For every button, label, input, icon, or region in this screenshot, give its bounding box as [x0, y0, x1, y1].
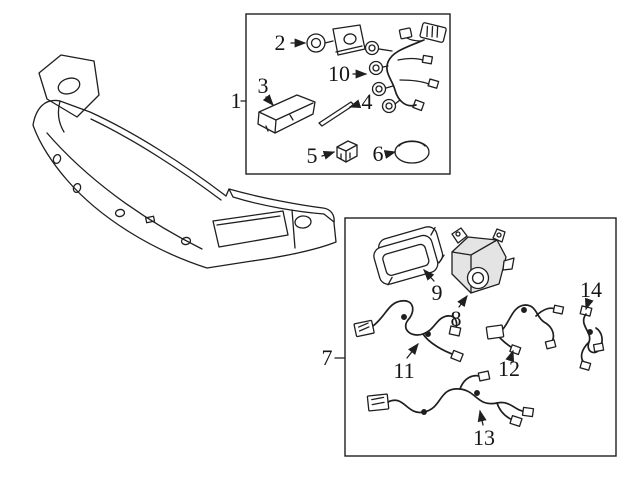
bumper-slot	[145, 215, 156, 224]
part-5-retainer-clip	[336, 140, 358, 163]
sensor-hole-4	[180, 236, 192, 246]
callout-1[interactable]: 1	[231, 88, 242, 113]
rear-bumper-cover	[32, 54, 337, 269]
harness-trunk	[386, 39, 425, 107]
callout-9-leader	[423, 269, 435, 282]
part-8-rear-view-camera	[451, 227, 515, 294]
bumper-outline	[32, 99, 337, 269]
callout-5[interactable]: 5	[307, 143, 318, 168]
bumper-top-lip	[228, 188, 335, 223]
callout-11-leader	[406, 342, 419, 359]
sensor-hole-1	[52, 153, 62, 165]
callout-13-leader	[477, 409, 487, 426]
callout-10[interactable]: 10	[328, 61, 350, 86]
part-11-wiring-harness	[353, 300, 464, 363]
callout-14-leader	[584, 297, 594, 311]
camera-mount-tab-right	[492, 228, 506, 243]
sensor-hole-3	[114, 208, 126, 218]
bumper-corner-tab	[38, 54, 100, 118]
callout-4-leader	[348, 99, 362, 109]
bumper-end-cap-line	[57, 100, 65, 133]
harness-main-connector	[419, 22, 447, 43]
part-2-parking-sensor	[306, 24, 366, 56]
bumper-right-hole	[294, 215, 312, 229]
camera-connector	[502, 257, 515, 271]
part-4-trim-strip	[318, 101, 355, 127]
sensor-head	[306, 33, 326, 53]
harness-sensor-4	[381, 98, 397, 114]
part-12-wiring-harness	[485, 304, 565, 356]
bumper-crease-upper	[90, 118, 222, 201]
callout-12[interactable]: 12	[498, 356, 520, 381]
callout-3[interactable]: 3	[258, 73, 269, 98]
bumper-tab-hole	[57, 77, 81, 95]
callout-12-leader	[505, 349, 515, 363]
callout-3-leader	[262, 94, 274, 106]
harness-13-connector	[366, 393, 390, 412]
callout-2[interactable]: 2	[275, 30, 286, 55]
part-13-wiring-harness	[366, 370, 535, 427]
sensor-bracket	[332, 24, 366, 56]
part-14-wiring-harness	[579, 305, 605, 371]
bumper-crease-lower	[46, 132, 203, 250]
harness-sensor-3	[371, 81, 387, 97]
part-3-sensor-bracket	[257, 94, 316, 134]
callout-13[interactable]: 13	[473, 425, 495, 450]
callout-6-leader	[383, 150, 397, 159]
callout-5-leader	[321, 150, 336, 160]
callouts: 1 2 3 4 5 6 7 8 9 10 11 12 13 14	[231, 30, 603, 450]
callout-7[interactable]: 7	[322, 345, 333, 370]
callout-8-leader	[457, 294, 468, 308]
harness-12-connector	[485, 324, 505, 340]
callout-6[interactable]: 6	[373, 141, 384, 166]
harness-sensor-1	[364, 40, 380, 56]
callout-11[interactable]: 11	[393, 358, 414, 383]
callout-9[interactable]: 9	[432, 280, 443, 305]
camera-lens	[466, 266, 490, 290]
callout-14[interactable]: 14	[580, 277, 602, 302]
part-9-control-module	[373, 226, 445, 286]
camera-housing	[451, 236, 507, 294]
license-plate-recess	[212, 210, 289, 248]
callout-8[interactable]: 8	[451, 306, 462, 331]
sensor-hole-2	[72, 182, 82, 194]
part-6-cover-cap	[394, 140, 430, 164]
kit-box-2	[344, 217, 617, 457]
callout-4[interactable]: 4	[362, 89, 373, 114]
kit-box-1	[245, 13, 451, 175]
harness-sensor-2	[368, 60, 384, 76]
part-10-sensor-wiring-harness	[364, 22, 447, 114]
